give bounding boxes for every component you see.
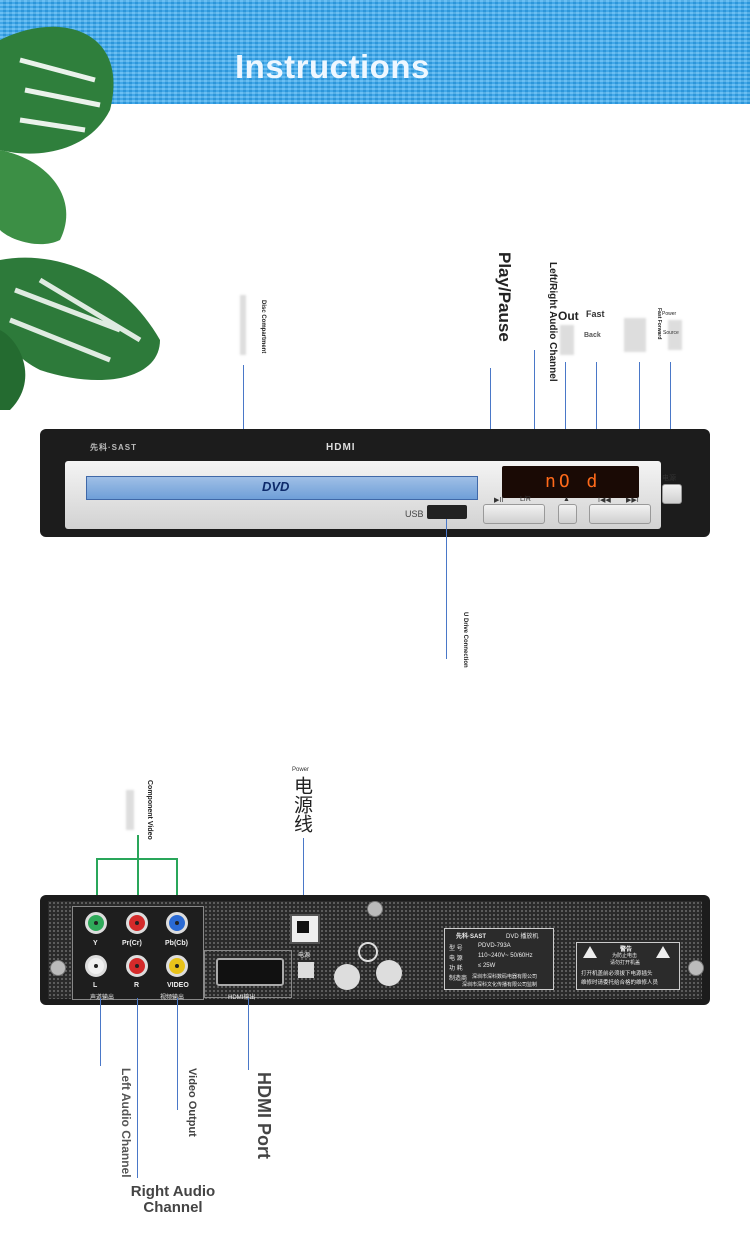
plate-row-value: PDVD-793A xyxy=(478,943,511,949)
pr-jack-label: Pr(Cr) xyxy=(122,940,142,947)
rating-label-plate xyxy=(444,928,554,990)
left-audio-label: Left Audio Channel xyxy=(119,1068,133,1178)
video-output-label: Video Output xyxy=(186,1068,198,1137)
audio-section-label: 声道输出 xyxy=(90,995,115,1001)
out-label: Out xyxy=(558,309,579,323)
power-button-label: 电源 xyxy=(662,475,676,482)
optical-port[interactable] xyxy=(298,962,314,978)
eject-button-label: ▲ xyxy=(563,496,570,503)
component-connector-line xyxy=(137,858,139,910)
plate-row-value: 110~240V~ 50/60Hz xyxy=(478,953,533,959)
ccc-mark-icon xyxy=(358,942,378,962)
next-button-label: ▶▶I xyxy=(626,497,639,504)
play-pause-label: Play/Pause xyxy=(495,252,514,342)
smudge xyxy=(668,320,682,350)
fast-label: Fast xyxy=(586,309,605,319)
dvd-logo: DVD xyxy=(262,479,290,494)
warning-line: 为防止电击 xyxy=(612,953,638,959)
fast-forward-label: Fast Forward xyxy=(656,308,662,340)
hdmi-badge: HDMI xyxy=(326,442,356,453)
disc-compartment-label: Disc Compartment xyxy=(260,300,266,354)
plate-row-key: 电 源 xyxy=(449,956,463,962)
usb-port[interactable] xyxy=(427,505,467,519)
component-connector-line xyxy=(176,858,178,910)
source-label: Source xyxy=(663,330,679,336)
disc-callout-line xyxy=(243,365,244,487)
pb-jack-label: Pb(Cb) xyxy=(165,940,188,947)
power-socket-inner xyxy=(297,921,309,933)
warning-triangle-icon xyxy=(656,946,670,958)
prev-button-label: I◀◀ xyxy=(598,497,611,504)
right-audio-jack[interactable] xyxy=(126,955,148,977)
left-audio-jack[interactable] xyxy=(85,955,107,977)
y-jack[interactable] xyxy=(85,912,107,934)
pr-jack[interactable] xyxy=(126,912,148,934)
hdmi-section-label: HDMI输出 xyxy=(228,995,256,1001)
power-label: Power xyxy=(662,311,677,317)
screw xyxy=(688,960,704,976)
eject-button[interactable] xyxy=(558,504,577,524)
r-jack-label: R xyxy=(134,982,140,989)
plate-row-key: 制造商 xyxy=(449,976,468,982)
screw xyxy=(50,960,66,976)
play-pause-button[interactable] xyxy=(483,504,545,524)
front-brand: 先科·SAST xyxy=(90,443,137,452)
right-audio-callout-line xyxy=(137,998,138,1178)
l-jack-label: L xyxy=(93,982,98,989)
screw xyxy=(367,901,383,917)
smudge xyxy=(560,325,574,355)
component-connector-line xyxy=(137,835,139,859)
video-jack-label: VIDEO xyxy=(167,982,189,989)
usb-connection-label: U Drive Connection xyxy=(462,612,468,668)
hdmi-block xyxy=(204,950,292,998)
component-video-label: Component Video xyxy=(146,780,153,840)
power-button[interactable] xyxy=(662,484,682,504)
power-cord-cn-label: 电源线 xyxy=(291,776,312,833)
video-output-callout-line xyxy=(177,998,178,1110)
warning-triangle-icon xyxy=(583,946,597,958)
warning-line: 打开机盖前必须拔下电源插头 xyxy=(581,971,653,977)
plate-row-value: 深圳市深科数码电器有限公司 xyxy=(472,974,538,980)
video-jack[interactable] xyxy=(166,955,188,977)
plate-row-key: 功 耗 xyxy=(449,966,463,972)
leaf-decoration xyxy=(0,26,160,410)
usb-label: USB xyxy=(405,509,424,519)
left-audio-callout-line xyxy=(100,998,101,1066)
pb-jack[interactable] xyxy=(166,912,188,934)
hdmi-callout-line xyxy=(248,998,249,1070)
plate-footer: 深圳市深科文化传播有限公司监制 xyxy=(462,982,538,988)
smudge xyxy=(240,295,246,355)
warning-line: 请勿打开机盖 xyxy=(610,960,641,966)
warning-line: 维修时请委托给合格的维修人员 xyxy=(581,980,659,986)
disc-tray[interactable] xyxy=(86,476,478,500)
back-label: Back xyxy=(584,332,601,339)
power-top-label: Power xyxy=(292,767,310,773)
lr-button-label: L/R xyxy=(520,496,531,503)
header-banner xyxy=(0,0,750,104)
skip-buttons[interactable] xyxy=(589,504,651,524)
hdmi-port-label: HDMI Port xyxy=(254,1072,274,1159)
plate-product: DVD 播放机 xyxy=(506,934,539,940)
led-display xyxy=(502,466,639,498)
smudge xyxy=(624,318,646,352)
power-socket-label: 电源 xyxy=(298,953,311,959)
certification-mark-icon xyxy=(334,964,360,990)
right-audio-label: Right Audio Channel xyxy=(130,1183,216,1216)
smudge xyxy=(126,790,134,830)
page-title: Instructions xyxy=(235,48,430,80)
power-callout-line xyxy=(303,838,304,912)
y-jack-label: Y xyxy=(93,940,98,947)
component-connector-line xyxy=(96,858,98,910)
certification-mark-icon xyxy=(376,960,402,986)
play-pause-button-label: ▶II xyxy=(494,497,504,504)
video-section-label: 视频输出 xyxy=(160,995,185,1001)
audio-channel-label: Left/Right Audio Channel xyxy=(547,262,558,382)
warning-title: 警告 xyxy=(620,947,633,953)
plate-brand: 先科·SAST xyxy=(456,934,487,940)
usb-callout-line xyxy=(446,519,447,659)
plate-row-key: 型 号 xyxy=(449,946,463,952)
hdmi-port[interactable] xyxy=(216,958,284,986)
plate-row-value: ≤ 25W xyxy=(478,963,496,969)
led-display-text: nO d xyxy=(545,471,601,492)
